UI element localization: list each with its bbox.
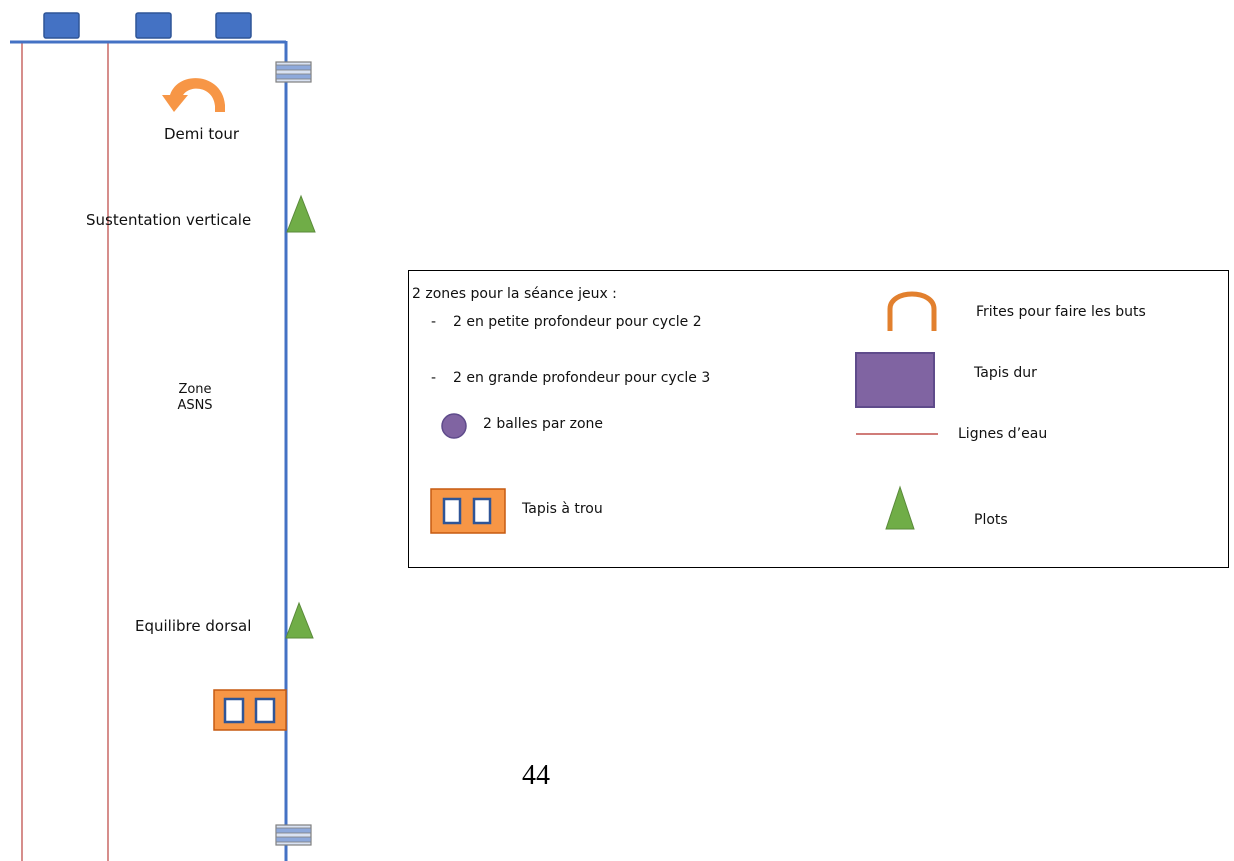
legend-mat-with-holes: Tapis à trou: [522, 501, 603, 517]
mat-with-holes-icon: [213, 689, 287, 731]
lane-line-icon: [856, 433, 938, 435]
starting-block-1: [43, 12, 80, 39]
cone-icon: [286, 194, 316, 233]
ladder-icon: [275, 824, 312, 846]
hard-mat-icon: [855, 352, 935, 408]
legend-box: 2 zones pour la séance jeux : - 2 en pet…: [408, 270, 1229, 568]
frites-arch-icon: [887, 291, 937, 331]
legend-deep-depth: 2 en grande profondeur pour cycle 3: [453, 370, 711, 386]
legend-heading: 2 zones pour la séance jeux :: [412, 286, 617, 302]
legend-dash: -: [431, 370, 437, 386]
annotation-demi-tour: Demi tour: [164, 125, 240, 143]
zone-label-line1: Zone: [178, 382, 212, 397]
mat-with-holes-icon: [430, 488, 506, 534]
cone-icon: [285, 601, 314, 639]
annotation-equilibre-dorsal: Equilibre dorsal: [135, 617, 252, 635]
legend-hard-mat: Tapis dur: [974, 365, 1037, 381]
legend-frites: Frites pour faire les buts: [976, 304, 1146, 320]
legend-small-depth: 2 en petite profondeur pour cycle 2: [453, 314, 702, 330]
legend-lane-lines: Lignes d’eau: [958, 426, 1048, 442]
starting-block-2: [135, 12, 172, 39]
ball-icon: [441, 413, 467, 439]
page-number: 44: [522, 760, 550, 791]
zone-label-line2: ASNS: [177, 398, 213, 413]
u-turn-arrow-icon: [162, 78, 225, 112]
zone-asns-label: Zone ASNS: [160, 382, 230, 414]
legend-balls: 2 balles par zone: [483, 416, 604, 432]
legend-dash: -: [431, 314, 437, 330]
starting-block-3: [215, 12, 252, 39]
cone-icon: [885, 485, 915, 530]
ladder-icon: [275, 61, 312, 83]
legend-plots: Plots: [974, 512, 1008, 528]
annotation-sustentation-verticale: Sustentation verticale: [86, 211, 252, 229]
